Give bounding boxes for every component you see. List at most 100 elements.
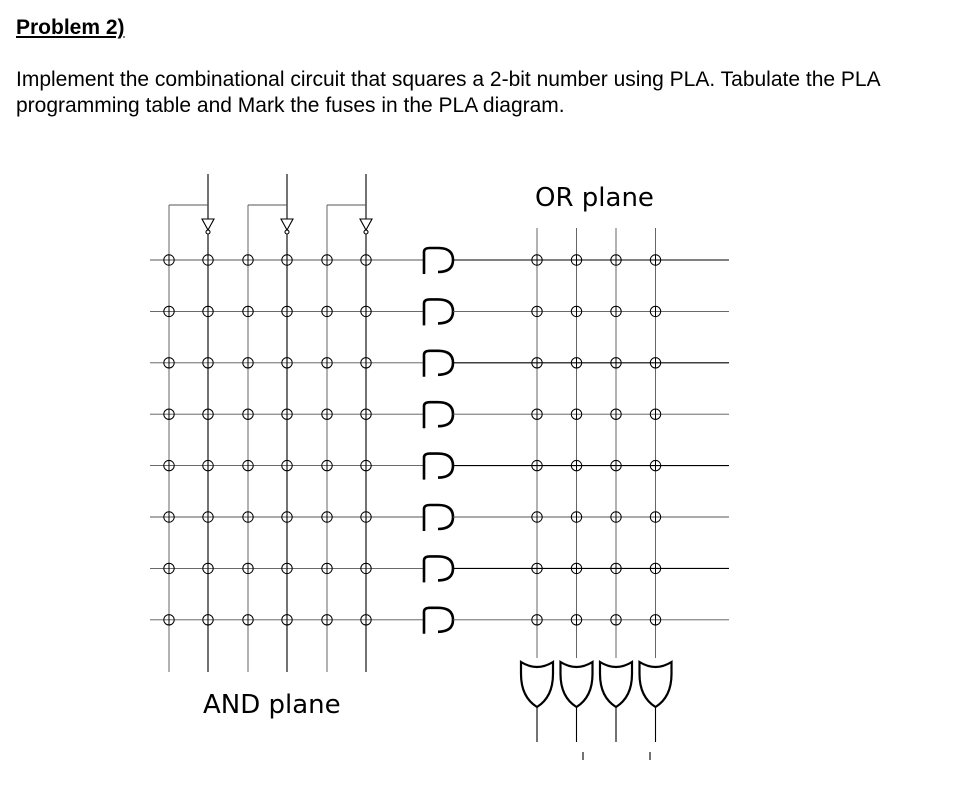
fuse-or (649, 305, 662, 318)
fuse-and (281, 254, 293, 266)
problem-prompt: Implement the combinational circuit that… (16, 68, 880, 117)
or-gate-body (598, 660, 634, 709)
and-gate-2 (422, 298, 455, 326)
fuse-or (610, 408, 622, 420)
fuse-and (281, 614, 293, 626)
fuse-and (202, 562, 214, 575)
fuse-and (321, 562, 333, 575)
fuse-and (163, 305, 175, 318)
fuse-and (163, 511, 175, 523)
and-gate-4 (422, 400, 455, 429)
and-gate-1 (422, 246, 455, 274)
fuse-or (649, 408, 662, 420)
fuse-and (163, 408, 175, 420)
or-plane-label: OR plane (535, 183, 654, 213)
fuse-and (163, 614, 175, 626)
and-plane (150, 174, 425, 672)
fuse-and (321, 254, 333, 266)
fuse-and (360, 562, 372, 575)
or-plane (453, 228, 729, 658)
fuse-and (242, 254, 254, 266)
fuse-and (202, 254, 214, 266)
and-gate-7 (422, 555, 455, 583)
fuse-and (202, 357, 214, 369)
fuse-and (242, 459, 254, 472)
fuse-or (649, 562, 662, 575)
fuse-and (321, 459, 333, 472)
fuse-and (321, 357, 333, 369)
or-gate-2 (559, 660, 594, 742)
input-buffer-2 (247, 174, 294, 235)
fuse-and (242, 408, 254, 420)
fuse-and (360, 614, 372, 626)
fuse-or (610, 357, 622, 369)
fuse-and (202, 459, 214, 472)
fuse-and (163, 357, 175, 369)
fuse-and (281, 357, 293, 369)
fuse-and (281, 408, 293, 420)
fuse-and (242, 562, 254, 575)
fuse-and (202, 305, 214, 318)
inverter-triangle (201, 218, 215, 232)
or-gate-1 (519, 660, 555, 742)
fuse-or (570, 408, 583, 420)
fuse-or (531, 614, 543, 626)
fuse-and (242, 511, 254, 523)
fuse-or (531, 357, 543, 369)
fuse-or (570, 459, 583, 472)
fuse-or (610, 562, 622, 575)
fuse-or (531, 562, 543, 575)
fuse-and (202, 614, 214, 626)
fuse-or (610, 459, 622, 472)
and-gate-8 (422, 606, 455, 634)
fuse-and (360, 408, 372, 420)
fuse-or (531, 305, 543, 318)
fuse-or (531, 459, 543, 472)
fuse-and (202, 511, 214, 523)
fuse-and (281, 305, 293, 318)
fuse-or (649, 511, 662, 523)
fuse-or (610, 305, 622, 318)
and-gate-6 (422, 503, 455, 531)
or-gate-body (559, 660, 594, 709)
fuse-or (649, 614, 662, 626)
problem-heading: Problem 2) (16, 16, 125, 39)
or-gates (519, 660, 673, 760)
fuse-and (360, 254, 372, 266)
fuse-or (570, 254, 583, 266)
inverter-triangle (280, 218, 294, 232)
or-gate-body (638, 660, 673, 709)
fuse-and (321, 305, 333, 318)
input-buffer-1 (168, 174, 215, 235)
fuse-or (531, 408, 543, 420)
fuse-and (202, 408, 214, 420)
and-gate-3 (422, 349, 455, 377)
fuse-or (649, 459, 662, 472)
fuse-and (360, 459, 372, 472)
fuse-or (570, 305, 583, 318)
fuse-and (360, 357, 372, 369)
fuse-and (360, 305, 372, 318)
fuse-and (281, 511, 293, 523)
fuse-or (570, 562, 583, 575)
inverter-triangle (359, 218, 373, 232)
fuse-and (242, 614, 254, 626)
fuse-or (570, 511, 583, 523)
fuse-and (321, 511, 333, 523)
fuse-and (163, 562, 175, 575)
and-gates (422, 246, 455, 634)
or-gate-4 (638, 660, 673, 742)
or-gate-3 (598, 660, 634, 742)
fuse-or (610, 254, 622, 266)
and-plane-label: AND plane (203, 690, 341, 720)
fuse-or (649, 254, 662, 266)
fuse-and (163, 459, 175, 472)
fuse-or (531, 511, 543, 523)
fuse-and (281, 562, 293, 575)
fuse-and (242, 357, 254, 369)
fuse-and (321, 614, 333, 626)
fuse-or (610, 614, 622, 626)
input-buffer-3 (326, 174, 373, 235)
fuse-and (321, 408, 333, 420)
